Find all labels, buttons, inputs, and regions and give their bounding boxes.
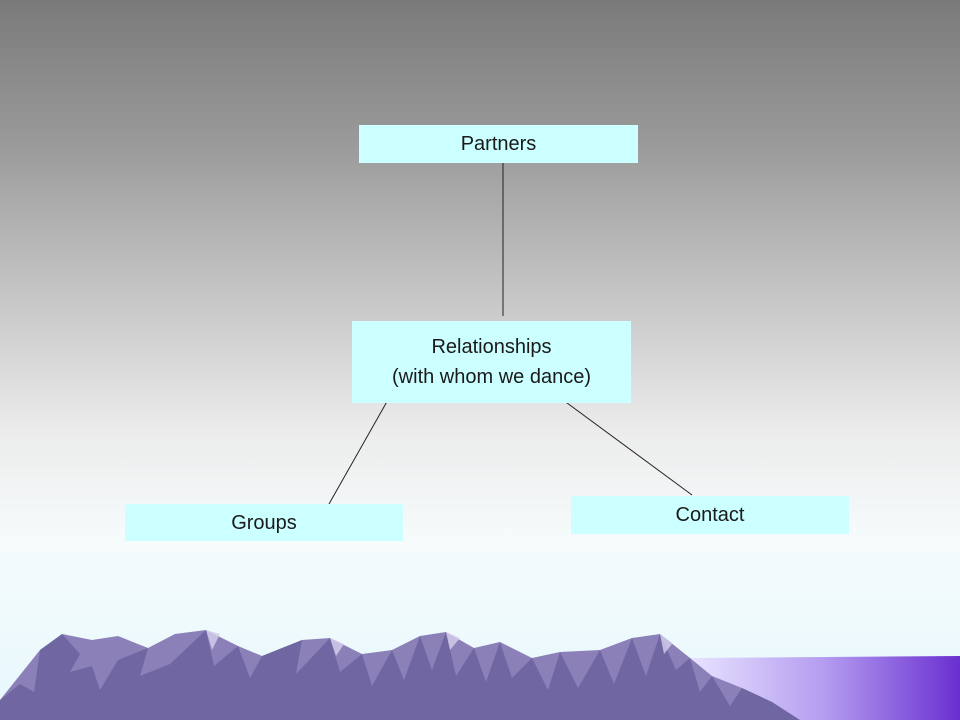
node-relationships-title: Relationships [431,336,552,358]
node-relationships[interactable]: Relationships (with whom we dance) [352,321,631,403]
node-contact[interactable]: Contact [571,496,849,534]
edge-relationships-contact [562,399,693,496]
node-groups-label: Groups [231,511,297,534]
node-partners[interactable]: Partners [359,125,638,163]
mountain-shadow [0,630,800,720]
node-partners-label: Partners [460,133,537,155]
node-relationships-subtitle: (with whom we dance) [392,366,591,388]
node-contact-label: Contact [675,504,745,526]
node-groups[interactable]: Groups [125,504,403,541]
edge-relationships-groups [328,397,390,505]
mountain-landscape-illustration [0,630,960,720]
